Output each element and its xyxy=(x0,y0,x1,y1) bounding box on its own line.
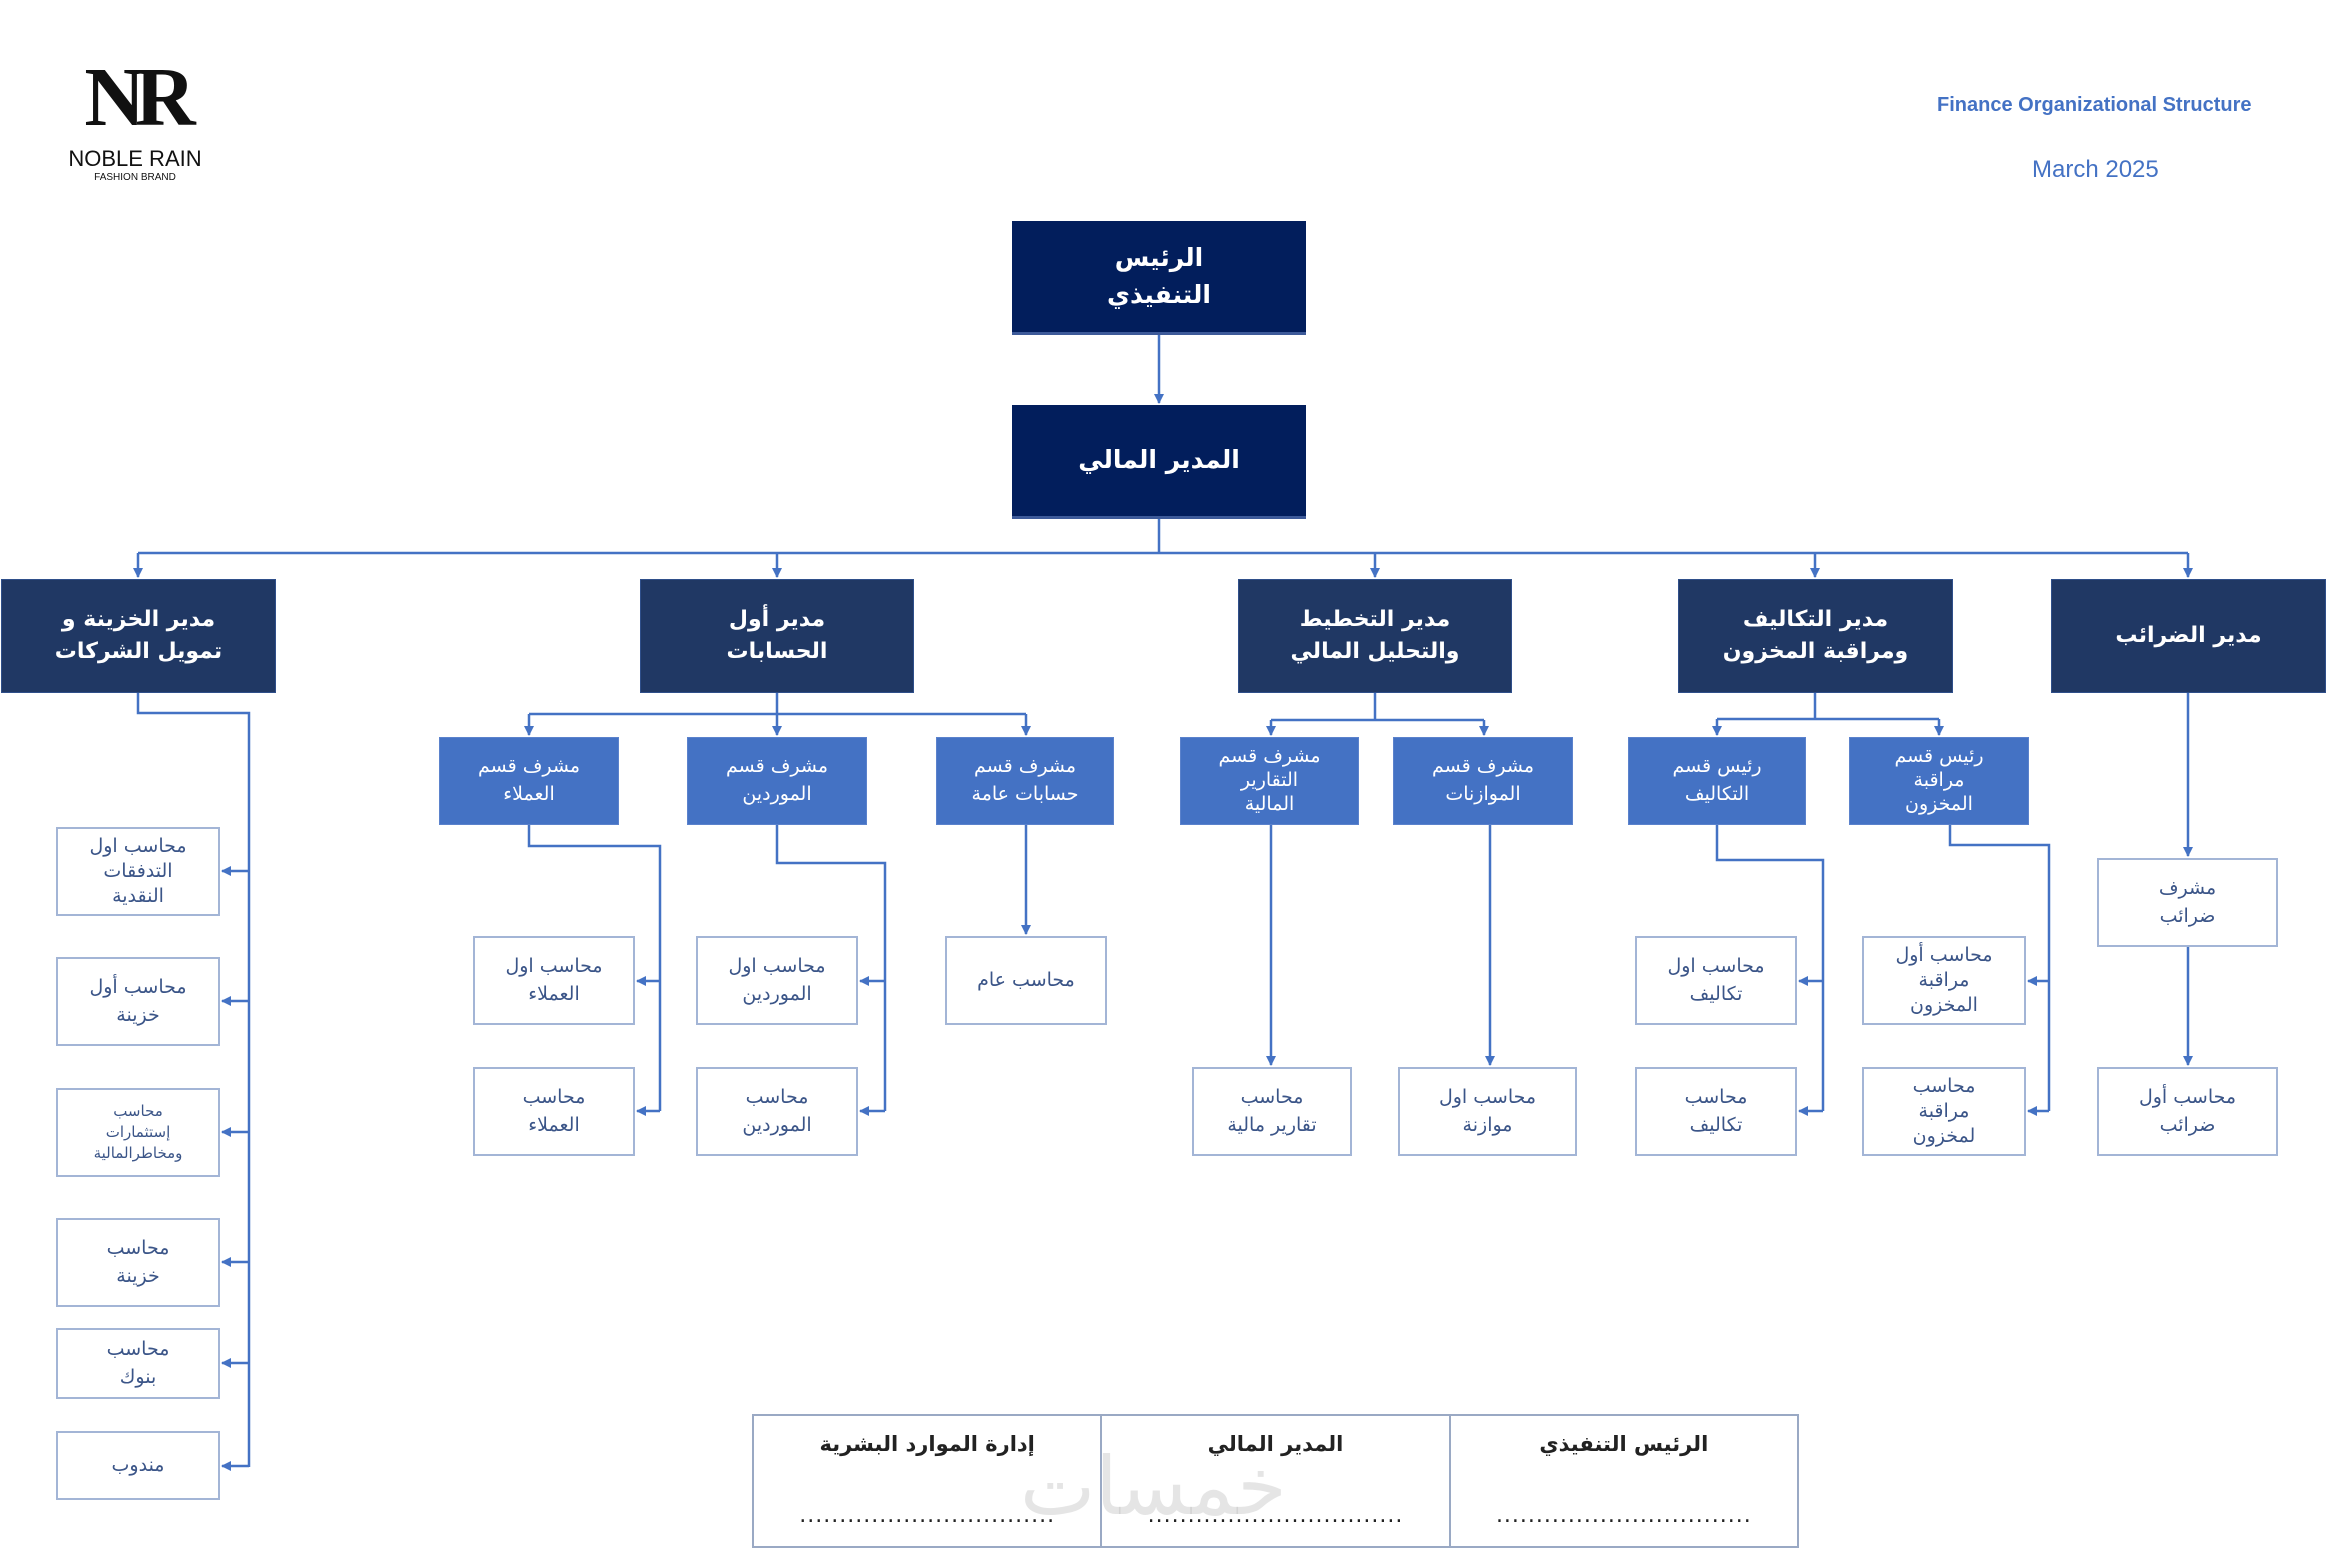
signature-cfo: المدير المالي ..........................… xyxy=(1100,1416,1448,1546)
node-staff: محاسب تقارير مالية xyxy=(1192,1067,1352,1156)
node-staff: محاسب عام xyxy=(945,936,1107,1025)
signature-table: الرئيس التنفيذي ........................… xyxy=(752,1414,1799,1548)
connector-customers-trunk xyxy=(527,825,662,1111)
node-customers-supervisor: مشرف قسم العملاء xyxy=(439,737,619,825)
signature-ceo: الرئيس التنفيذي ........................… xyxy=(1448,1416,1797,1546)
document-title: Finance Organizational Structure xyxy=(1937,94,2252,116)
node-staff: محاسب اول الموردين xyxy=(696,936,858,1025)
signature-line: ................................ xyxy=(1495,1503,1752,1528)
node-staff: محاسب أول مراقبة المخزون xyxy=(1862,936,2026,1025)
signature-line: ................................ xyxy=(799,1503,1056,1528)
logo-mark: NR xyxy=(84,51,195,144)
logo-tagline: FASHION BRAND xyxy=(94,172,176,183)
node-staff: محاسب بنوك xyxy=(56,1328,220,1399)
watermark: خمسات xyxy=(1020,1440,1287,1533)
node-planning-manager: مدير التخطيط والتحليل المالي xyxy=(1238,579,1512,693)
node-staff: محاسب العملاء xyxy=(473,1067,635,1156)
signature-title: إدارة الموارد البشرية xyxy=(819,1432,1035,1456)
connector-treasury-trunk xyxy=(136,693,251,1467)
node-staff: مشرف ضرائب xyxy=(2097,858,2278,947)
node-staff: محاسب اول التدفقات النقدية xyxy=(56,827,220,916)
node-staff: محاسب تكاليف xyxy=(1635,1067,1797,1156)
node-staff: محاسب اول تكاليف xyxy=(1635,936,1797,1025)
node-ceo: الرئيس التنفيذي xyxy=(1012,221,1306,335)
node-staff: محاسب مراقبة لمخزون xyxy=(1862,1067,2026,1156)
node-treasury-manager: مدير الخزينة و تمويل الشركات xyxy=(1,579,276,693)
signature-title: المدير المالي xyxy=(1207,1432,1344,1456)
node-staff: محاسب الموردين xyxy=(696,1067,858,1156)
connector-inventory-trunk xyxy=(1948,825,2051,1111)
node-suppliers-supervisor: مشرف قسم الموردين xyxy=(687,737,867,825)
node-reports-supervisor: مشرف قسم التقارير المالية xyxy=(1180,737,1359,825)
node-staff: محاسب خزينة xyxy=(56,1218,220,1307)
signature-line: ................................ xyxy=(1147,1503,1404,1528)
node-staff: محاسب أول ضرائب xyxy=(2097,1067,2278,1156)
node-accounts-manager: مدير أول الحسابات xyxy=(640,579,914,693)
node-cost-head: رئيس قسم التكاليف xyxy=(1628,737,1806,825)
connector-accounts-bus xyxy=(529,693,1026,716)
signature-hr: إدارة الموارد البشرية ..................… xyxy=(754,1416,1100,1546)
connector-cost-trunk xyxy=(1715,825,1825,1111)
document-date: March 2025 xyxy=(2032,156,2159,183)
connector-suppliers-trunk xyxy=(775,825,887,1111)
node-costs-manager: مدير التكاليف ومراقبة المخزون xyxy=(1678,579,1953,693)
connector-cfo-bus xyxy=(138,519,2188,555)
node-staff: محاسب اول موازنة xyxy=(1398,1067,1577,1156)
signature-title: الرئيس التنفيذي xyxy=(1539,1432,1709,1456)
node-budgets-supervisor: مشرف قسم الموازنات xyxy=(1393,737,1573,825)
brand-logo: NR NOBLE RAIN FASHION BRAND xyxy=(55,51,215,184)
node-tax-manager: مدير الضرائب xyxy=(2051,579,2326,693)
node-cfo: المدير المالي xyxy=(1012,405,1306,519)
node-staff: محاسب إستثمارات ومخاطرالمالية xyxy=(56,1088,220,1177)
logo-name: NOBLE RAIN xyxy=(68,146,202,171)
node-staff: مندوب xyxy=(56,1431,220,1500)
connector-costs-bus xyxy=(1717,693,1939,721)
connector-planning-bus xyxy=(1271,693,1484,722)
node-staff: محاسب اول العملاء xyxy=(473,936,635,1025)
node-general-supervisor: مشرف قسم حسابات عامة xyxy=(936,737,1114,825)
node-inventory-head: رئيس قسم مراقبة المخزون xyxy=(1849,737,2029,825)
node-staff: محاسب أول خزينة xyxy=(56,957,220,1046)
